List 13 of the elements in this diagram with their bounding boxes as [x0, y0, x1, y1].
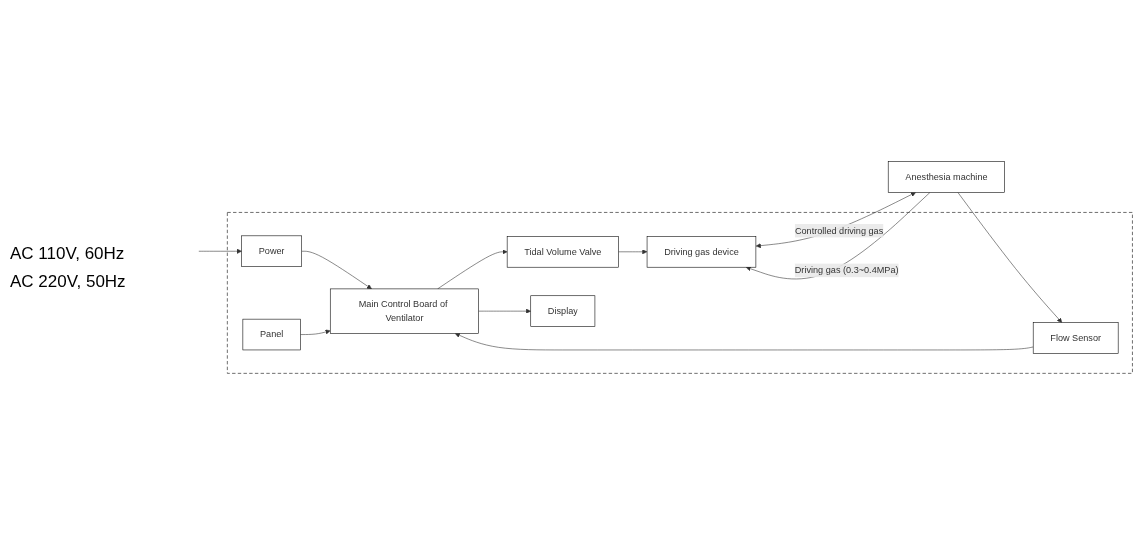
node-box: Main Control Board of Ventilator — [329, 288, 479, 334]
node-box: Panel — [242, 318, 301, 351]
supply-label: AC 110V, 60Hz — [10, 243, 126, 264]
node-box: Flow Sensor — [1032, 322, 1119, 354]
node-box: Tidal Volume Valve — [506, 236, 619, 268]
supply-label: AC 220V, 50Hz — [10, 271, 127, 292]
edge-label: Controlled driving gas — [794, 225, 884, 236]
node-box: Anesthesia machine — [887, 161, 1005, 193]
node-box: Power — [241, 235, 302, 267]
node-box: Driving gas device — [646, 236, 757, 268]
cluster — [227, 212, 1133, 374]
node-box: Display — [530, 295, 596, 327]
edge-label: Driving gas (0.3~0.4MPa) — [794, 265, 899, 275]
